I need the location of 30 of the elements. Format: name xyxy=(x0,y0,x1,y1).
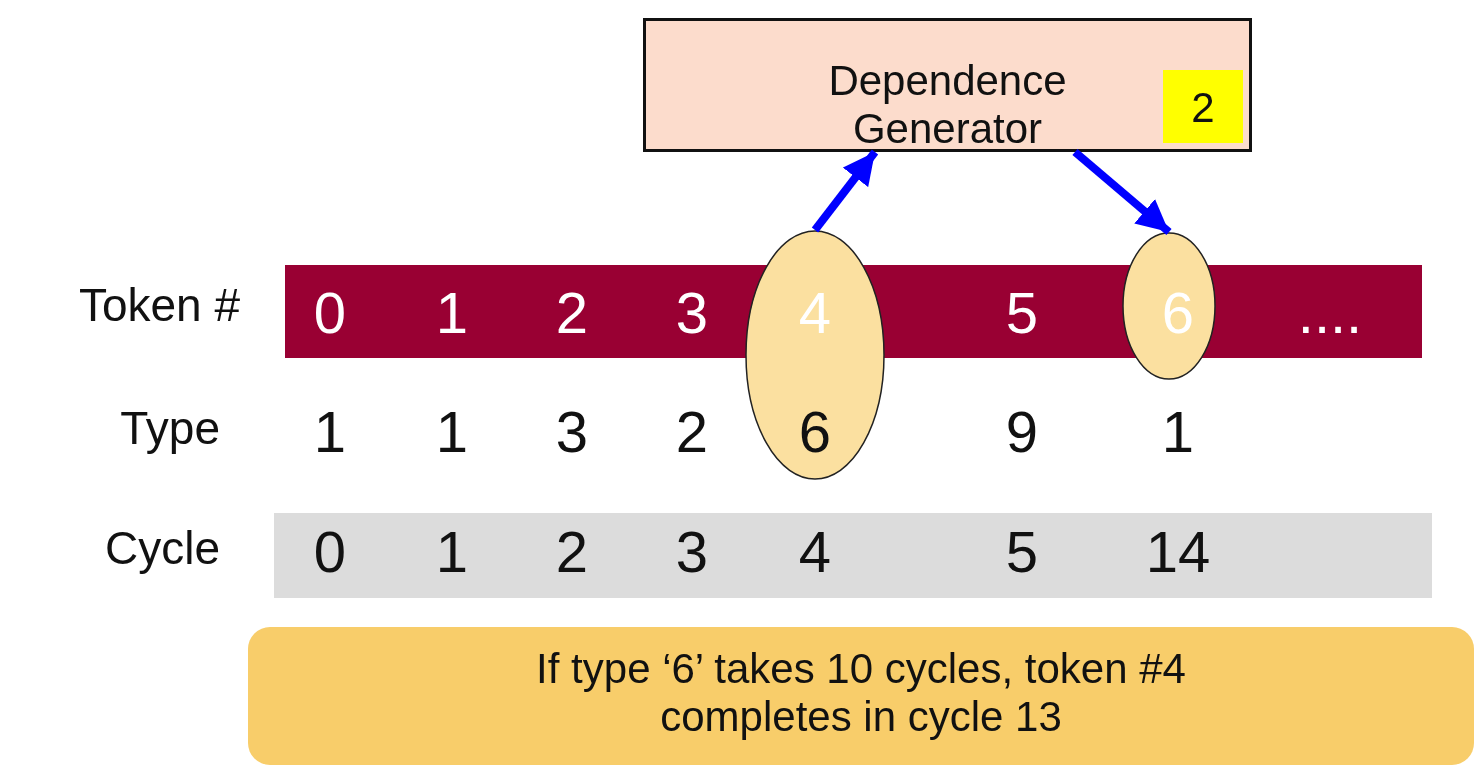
token-number: 5 xyxy=(1005,284,1039,342)
highlight-ellipse xyxy=(1122,232,1216,380)
row-header: Token # xyxy=(78,282,240,328)
cycle-value: 14 xyxy=(1145,523,1211,581)
arrow xyxy=(1072,148,1172,236)
token-number: 1 xyxy=(435,284,469,342)
highlight-ellipse xyxy=(745,230,885,480)
note-box: If type ‘6’ takes 10 cycles, token #4 completes in cycle 13 xyxy=(248,627,1474,765)
cycle-value: 5 xyxy=(1005,523,1039,581)
cycle-value: 2 xyxy=(555,523,589,581)
token-number: 3 xyxy=(675,284,709,342)
cycle-value: 3 xyxy=(675,523,709,581)
token-number: 6 xyxy=(1161,284,1195,342)
type-value: 1 xyxy=(435,403,469,461)
cycle-value: 1 xyxy=(435,523,469,581)
token-number: 2 xyxy=(555,284,589,342)
type-value: 3 xyxy=(555,403,589,461)
type-value: 6 xyxy=(798,403,832,461)
token-number: 4 xyxy=(798,284,832,342)
type-value: 1 xyxy=(313,403,347,461)
type-value: 2 xyxy=(675,403,709,461)
arrow xyxy=(811,149,879,233)
cycle-value: 0 xyxy=(313,523,347,581)
step-number: 2 xyxy=(1163,70,1243,143)
type-value: 9 xyxy=(1005,403,1039,461)
token-number: .... xyxy=(1297,284,1363,342)
token-number: 0 xyxy=(313,284,347,342)
type-value: 1 xyxy=(1161,403,1195,461)
process-box: Dependence Generator 2 xyxy=(643,18,1252,152)
cycle-value: 4 xyxy=(798,523,832,581)
